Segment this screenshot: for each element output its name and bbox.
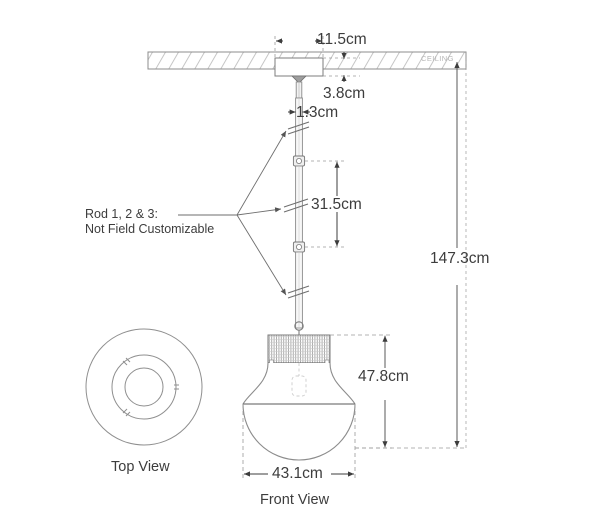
dim-label-shade-height: 47.8cm xyxy=(358,368,409,385)
canopy-assembly xyxy=(274,57,324,84)
leader-to-rod-2 xyxy=(236,207,282,216)
rod-connector-1 xyxy=(292,155,306,167)
dim-label-shade-width: 43.1cm xyxy=(272,465,323,482)
dim-label-stem-diameter: 1.3cm xyxy=(296,104,339,121)
dim-shade-width xyxy=(242,404,356,480)
dim-label-canopy-offset: 11.5cm xyxy=(317,31,367,48)
dim-canopy-height xyxy=(323,52,360,82)
glass-shade xyxy=(242,362,356,461)
fixture-hanger-loop xyxy=(294,321,304,335)
leader-to-rod-1 xyxy=(236,130,287,216)
dim-canopy-offset xyxy=(274,36,324,58)
rod-2-break-symbol xyxy=(283,198,309,213)
canopy-body xyxy=(274,57,324,77)
rod-assembly xyxy=(283,81,310,335)
rod-note-line-2: Not Field Customizable xyxy=(85,222,215,236)
front-view-title: Front View xyxy=(260,492,330,508)
rod-note-line-1: Rod 1, 2 & 3: xyxy=(85,207,158,221)
rod-1-break-symbol xyxy=(287,121,310,135)
dim-label-rod-segment: 31.5cm xyxy=(311,196,362,213)
dim-shade-height xyxy=(330,334,392,449)
canopy-cone xyxy=(291,75,307,84)
mesh-cage xyxy=(267,334,331,364)
top-view-title: Top View xyxy=(111,459,170,475)
top-view-inner-circle xyxy=(124,367,164,407)
rod-note-leaders xyxy=(178,130,287,296)
leader-to-rod-3 xyxy=(236,214,287,296)
ceiling-label: CEILING xyxy=(421,54,454,63)
rod-connector-2 xyxy=(292,241,306,253)
bulb-outline xyxy=(291,375,307,397)
top-view-drawing xyxy=(85,328,203,446)
dim-overall-height xyxy=(355,61,467,449)
dim-label-canopy-height: 3.8cm xyxy=(323,85,366,102)
dim-label-overall-height: 147.3cm xyxy=(430,250,490,267)
top-view-mount-ticks xyxy=(122,357,179,417)
rod-3-break-symbol xyxy=(287,285,310,299)
light-fixture xyxy=(242,334,356,461)
dim-rod-segment xyxy=(305,160,345,248)
